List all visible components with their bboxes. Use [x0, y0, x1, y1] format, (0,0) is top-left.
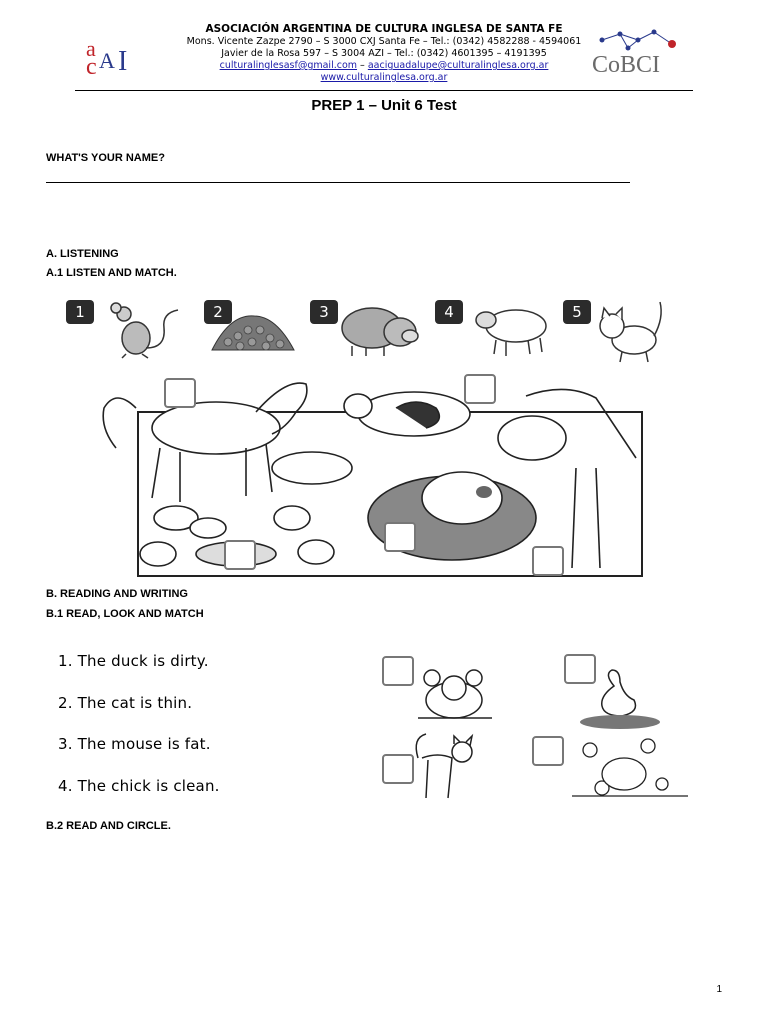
sentence-1: 1. The duck is dirty.	[58, 652, 209, 670]
address-line-1: Mons. Vicente Zazpe 2790 – S 3000 CXJ Sa…	[186, 36, 582, 47]
answer-box-b1-chick[interactable]	[532, 736, 564, 766]
sentence-3: 3. The mouse is fat.	[58, 735, 211, 753]
logo-cobci: CoBCI	[588, 26, 686, 80]
number-box-4: 4	[435, 300, 463, 324]
website-link[interactable]: www.culturalinglesa.org.ar	[320, 72, 448, 83]
svg-text:c: c	[86, 54, 97, 78]
email-line: culturalinglesasf@gmail.com – aaciguadal…	[219, 60, 549, 71]
svg-text:I: I	[118, 46, 127, 77]
section-b1-instruction: B.1 READ, LOOK AND MATCH	[46, 608, 204, 620]
answer-box-cow[interactable]	[464, 374, 496, 404]
page-title: PREP 1 – Unit 6 Test	[311, 97, 457, 114]
answer-box-right-horse[interactable]	[532, 546, 564, 576]
name-prompt: WHAT'S YOUR NAME?	[46, 152, 165, 164]
section-a1-instruction: A.1 LISTEN AND MATCH.	[46, 267, 177, 279]
name-answer-line[interactable]	[46, 182, 630, 183]
answer-box-b1-mouse[interactable]	[382, 656, 414, 686]
section-a-heading: A. LISTENING	[46, 248, 119, 260]
clean-chick-picture	[572, 738, 688, 797]
answer-box-horse[interactable]	[164, 378, 196, 408]
email-link-1[interactable]: culturalinglesasf@gmail.com	[219, 60, 358, 71]
address-line-2: Javier de la Rosa 597 – S 3004 AZI – Tel…	[221, 48, 547, 59]
mouse-picture	[110, 302, 179, 359]
header-rule	[75, 90, 693, 91]
thin-cat-picture	[415, 733, 474, 799]
sheep-picture	[475, 309, 547, 356]
svg-text:A: A	[99, 48, 115, 73]
pig-picture	[341, 307, 419, 356]
logo-cobci-text: CoBCI	[592, 52, 661, 78]
org-name: ASOCIACIÓN ARGENTINA DE CULTURA INGLESA …	[205, 23, 563, 35]
number-box-5: 5	[563, 300, 591, 324]
sentence-4: 4. The chick is clean.	[58, 777, 220, 795]
cat-picture	[599, 301, 662, 363]
answer-box-b1-cat[interactable]	[382, 754, 414, 784]
fat-mouse-picture	[418, 669, 492, 719]
email-link-2[interactable]: aaciguadalupe@culturalinglesa.org.ar	[367, 60, 549, 71]
sentence-2: 2. The cat is thin.	[58, 694, 193, 712]
website-line: www.culturalinglesa.org.ar	[0, 72, 768, 83]
number-box-3: 3	[310, 300, 338, 324]
page-number: 1	[716, 984, 722, 995]
logo-aaci: a c A I	[84, 34, 140, 80]
svg-text:a: a	[86, 36, 96, 61]
section-b-heading: B. READING AND WRITING	[46, 588, 188, 600]
number-box-2: 2	[204, 300, 232, 324]
answer-box-b1-duck[interactable]	[564, 654, 596, 684]
answer-box-pig-mud[interactable]	[384, 522, 416, 552]
corn-pile-picture	[211, 315, 295, 351]
answer-box-chickens[interactable]	[224, 540, 256, 570]
section-b2-instruction: B.2 READ AND CIRCLE.	[46, 820, 171, 832]
number-box-1: 1	[66, 300, 94, 324]
dirty-duck-picture	[580, 669, 660, 729]
